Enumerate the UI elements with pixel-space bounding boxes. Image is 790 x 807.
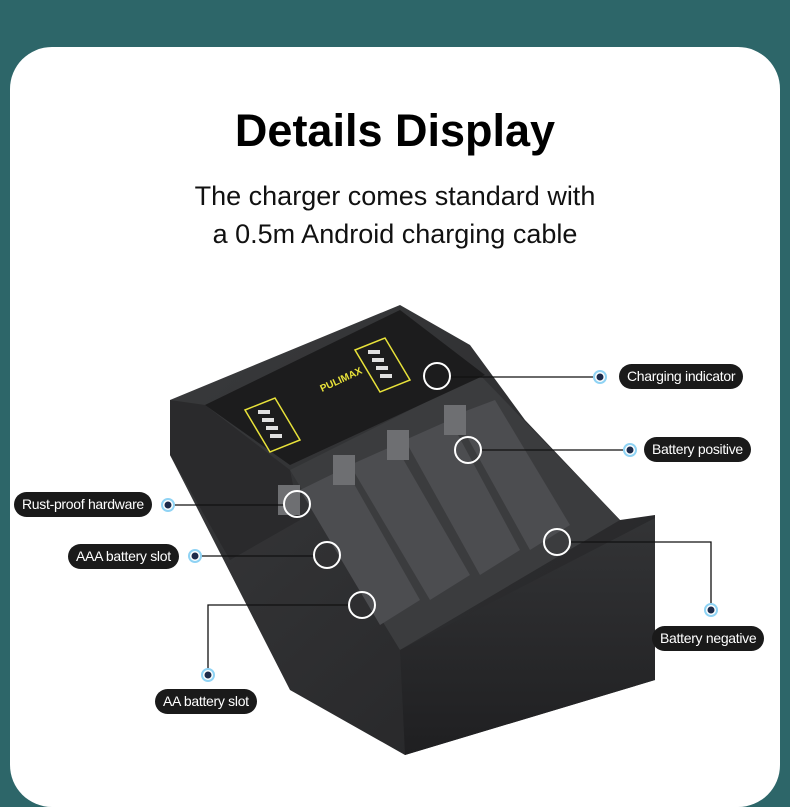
subtitle-line-1: The charger comes standard with [194,181,596,211]
charger-illustration: PULIMAX [161,305,718,755]
dot-icon [623,443,637,457]
highlight-circles [283,362,571,619]
dot-icon [161,498,175,512]
callout-dots [161,370,718,682]
callout-lines [168,376,712,675]
battery-slots [300,400,570,625]
page-title: Details Display [234,105,556,156]
subtitle-line-2: a 0.5m Android charging cable [212,219,578,249]
callout-battery-negative: Battery negative [652,626,765,651]
callout-charging-indicator: Charging indicator [619,364,744,389]
dot-icon [188,549,202,563]
contact-springs [278,405,466,515]
dot-icon [704,603,718,617]
dot-icon [593,370,607,384]
callout-rust-proof-hardware: Rust-proof hardware [14,492,152,517]
callout-aa-battery-slot: AA battery slot [155,689,257,714]
dot-icon [201,668,215,682]
charger-body: PULIMAX [170,305,655,755]
callout-aaa-battery-slot: AAA battery slot [68,544,179,569]
callout-battery-positive: Battery positive [644,437,751,462]
